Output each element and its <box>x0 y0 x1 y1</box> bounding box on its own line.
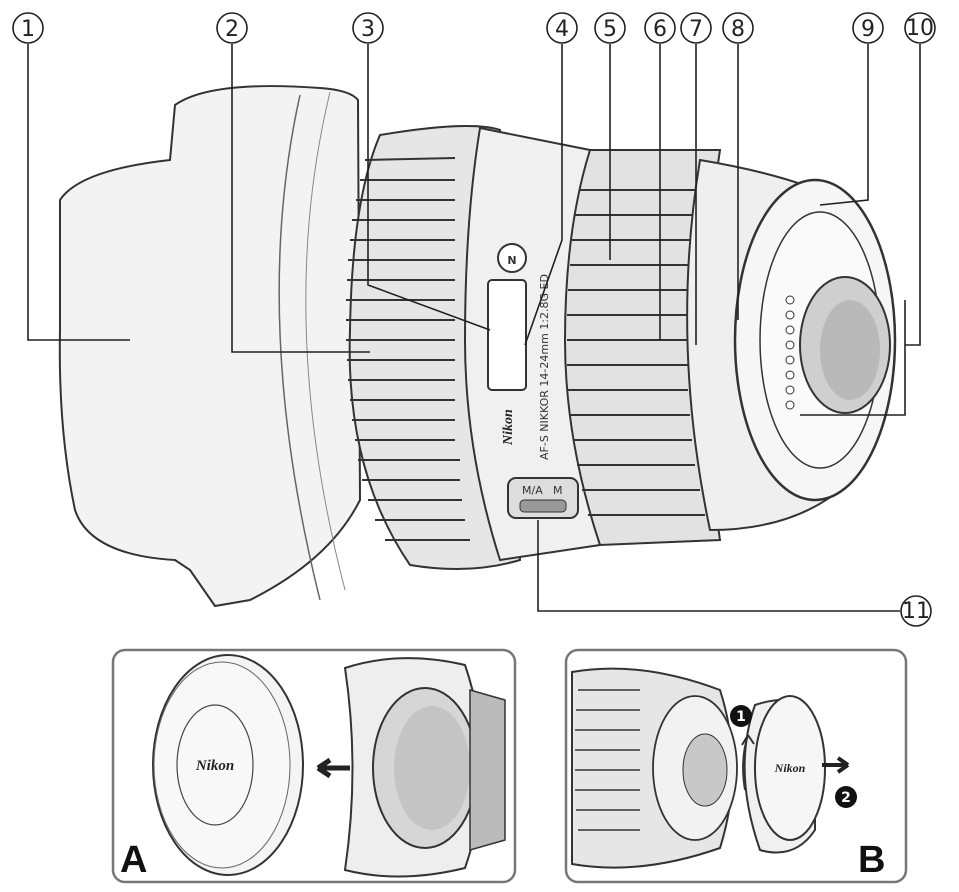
lens-hood <box>58 85 362 608</box>
distance-scale-window <box>487 279 527 391</box>
panel-b-letter: B <box>858 839 885 881</box>
callout-9: 9 <box>852 12 884 44</box>
focus-ring <box>346 157 470 541</box>
svg-text:7: 7 <box>689 17 703 42</box>
cpu-contacts <box>785 295 795 410</box>
callout-3: 3 <box>352 12 384 44</box>
rear-cap-brand: Nikon <box>774 761 806 775</box>
svg-text:2: 2 <box>841 790 851 806</box>
svg-text:10: 10 <box>906 16 934 41</box>
panel-a: Nikon A <box>111 648 517 884</box>
callout-2: 2 <box>216 12 248 44</box>
callout-11: 11 <box>900 595 932 627</box>
front-cap-brand: Nikon <box>195 758 234 774</box>
svg-text:8: 8 <box>731 17 745 42</box>
switch-label-ma: M/A <box>522 484 543 497</box>
svg-text:4: 4 <box>555 17 569 42</box>
svg-text:1: 1 <box>736 709 746 725</box>
svg-text:9: 9 <box>861 17 875 42</box>
callout-8: 8 <box>722 12 754 44</box>
svg-text:2: 2 <box>225 17 239 42</box>
callout-1: 1 <box>12 12 44 44</box>
panel-b: Nikon 1 2 B <box>564 648 908 884</box>
pull-arrow-icon <box>822 756 850 774</box>
lens-brand-text: Nikon <box>501 409 516 446</box>
callout-5: 5 <box>594 12 626 44</box>
callout-numbers: 1 2 3 4 5 6 7 8 <box>12 12 936 627</box>
svg-text:3: 3 <box>361 17 375 42</box>
main-lens-illustration: N AF-S NIKKOR 14-24mm 1:2.8G ED Nikon M/… <box>58 85 897 608</box>
svg-text:N: N <box>507 254 516 267</box>
callout-7: 7 <box>680 12 712 44</box>
lens-model-text: AF-S NIKKOR 14-24mm 1:2.8G ED <box>538 274 551 460</box>
svg-text:1: 1 <box>21 17 35 42</box>
svg-text:6: 6 <box>653 17 667 42</box>
panel-a-letter: A <box>120 839 147 881</box>
svg-text:5: 5 <box>603 17 617 42</box>
callout-4: 4 <box>546 12 578 44</box>
switch-label-m: M <box>553 484 563 497</box>
rotate-arrow-icon <box>741 734 755 791</box>
callout-6: 6 <box>644 12 676 44</box>
svg-text:11: 11 <box>902 599 930 624</box>
leader-lines <box>27 44 921 612</box>
step-2-badge: 2 <box>835 786 857 808</box>
lens-barrel-middle <box>463 126 602 562</box>
remove-arrow-icon <box>316 757 350 779</box>
step-1-badge: 1 <box>730 705 752 727</box>
callout-10: 10 <box>904 12 936 44</box>
